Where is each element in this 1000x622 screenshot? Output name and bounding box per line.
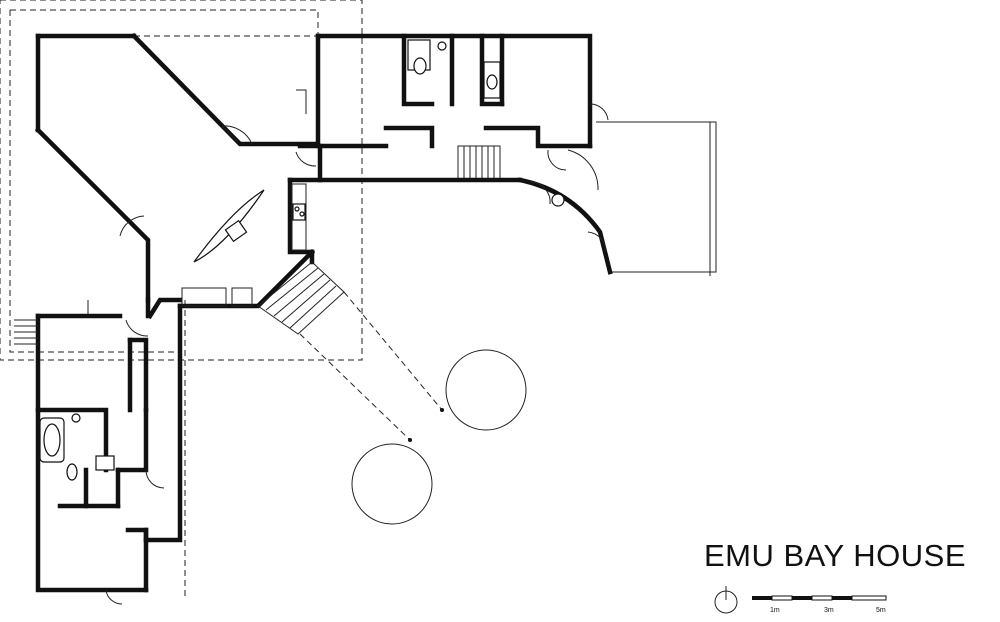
south-bath-fixtures: [39, 300, 165, 605]
tree-circle-icon: [351, 443, 433, 525]
north-arrow-icon: [714, 586, 738, 614]
south-wing-walls: [35, 303, 183, 593]
north-bath-fixtures: [407, 39, 501, 99]
corridor-walls: [177, 177, 523, 309]
roof-outline: [0, 0, 363, 600]
living-wing-walls: [34, 32, 319, 320]
trees: [351, 349, 527, 525]
east-deck: [596, 121, 717, 276]
north-block-walls: [297, 33, 593, 183]
curved-entry: [517, 103, 613, 275]
ramp-bridge: [257, 261, 444, 442]
scale-label-5m: 5m: [876, 607, 886, 614]
scale-label-1m: 1m: [770, 607, 780, 614]
door-swings: [119, 89, 317, 237]
tree-circle-icon: [445, 349, 527, 431]
scale-label-3m: 3m: [824, 607, 834, 614]
north-stair: [457, 145, 501, 181]
west-steps: [14, 319, 38, 345]
kitchen: [181, 183, 307, 307]
drawing-title: EMU BAY HOUSE: [704, 538, 967, 573]
scale-bar: 1m 3m 5m: [752, 595, 887, 614]
